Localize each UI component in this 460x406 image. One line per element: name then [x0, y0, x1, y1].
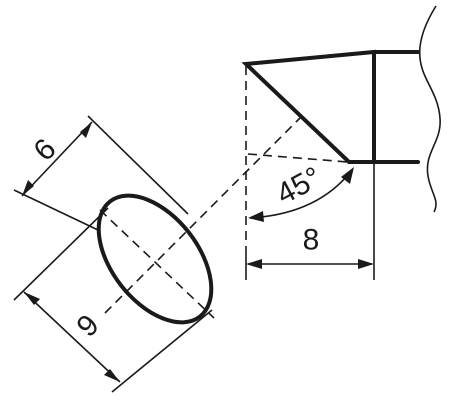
tip-outline	[241, 49, 376, 164]
ellipse-major-centerline	[99, 209, 215, 319]
break-line	[418, 5, 441, 213]
dim9-dimension-line	[23, 291, 121, 383]
dim6-dimension-line	[21, 121, 93, 197]
dim9-arrow-bottom	[104, 369, 120, 382]
dim6-arrow-bottom	[22, 180, 34, 196]
dim9-label: 9	[70, 308, 105, 343]
horizontal-projection-line	[247, 153, 349, 163]
tip-cross-section	[96, 193, 214, 325]
tip-end-view: 6 9	[13, 115, 301, 393]
dim6-extension-upper	[87, 115, 189, 215]
dim9-arrow-top	[24, 292, 40, 305]
width-label: 8	[303, 224, 320, 257]
tip-axis-centerline	[104, 117, 301, 314]
angle-label: 45°	[271, 161, 327, 211]
angle-arrow-bottom	[248, 211, 264, 222]
width-arrow-right	[358, 259, 374, 269]
dim6-extension-lower	[13, 189, 99, 231]
dim9-extension-lower	[111, 309, 213, 393]
dim6-label: 6	[27, 132, 62, 167]
dim9-extension-upper	[13, 207, 109, 301]
angle-arrow-top	[341, 167, 354, 184]
width-arrow-left	[246, 259, 262, 269]
dim6-arrow-top	[80, 122, 92, 138]
